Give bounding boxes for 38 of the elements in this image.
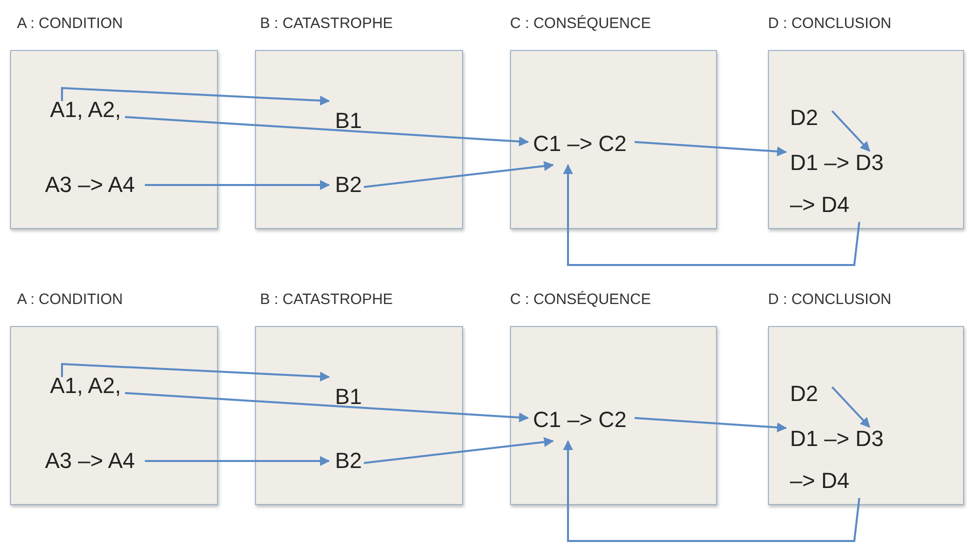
item-label: A1, A2, (50, 373, 121, 399)
item-label: A1, A2, (50, 97, 121, 123)
item-label: D2 (790, 105, 818, 131)
arrow (61, 86, 330, 106)
arrow (144, 456, 330, 466)
arrow (364, 437, 554, 464)
arrow (124, 116, 529, 146)
panel-heading: B : CATASTROPHE (260, 291, 393, 308)
item-label: C1 –> C2 (533, 131, 627, 157)
item-label: B1 (335, 384, 362, 410)
arrow (364, 161, 554, 188)
item-label: A3 –> A4 (45, 172, 135, 198)
item-label: C1 –> C2 (533, 407, 627, 433)
arrow (634, 417, 787, 432)
panel-heading: C : CONSÉQUENCE (510, 15, 651, 32)
arrow (831, 110, 870, 152)
panel-heading: D : CONCLUSION (768, 15, 892, 32)
item-label: A3 –> A4 (45, 448, 135, 474)
arrow (563, 164, 860, 266)
item-label: –> D4 (790, 468, 850, 494)
item-label: D2 (790, 381, 818, 407)
arrow (831, 386, 870, 428)
panel-heading: A : CONDITION (17, 15, 123, 32)
item-label: –> D4 (790, 192, 850, 218)
item-label: D1 –> D3 (790, 150, 884, 176)
item-label: B2 (335, 172, 362, 198)
arrow (124, 392, 529, 422)
item-label: B2 (335, 448, 362, 474)
arrow (563, 440, 860, 542)
panel-heading: D : CONCLUSION (768, 291, 892, 308)
arrow (61, 362, 330, 382)
panel-heading: C : CONSÉQUENCE (510, 291, 651, 308)
arrow (144, 180, 330, 190)
panel-heading: B : CATASTROPHE (260, 15, 393, 32)
arrow (634, 141, 787, 156)
item-label: D1 –> D3 (790, 426, 884, 452)
panel-heading: A : CONDITION (17, 291, 123, 308)
item-label: B1 (335, 108, 362, 134)
